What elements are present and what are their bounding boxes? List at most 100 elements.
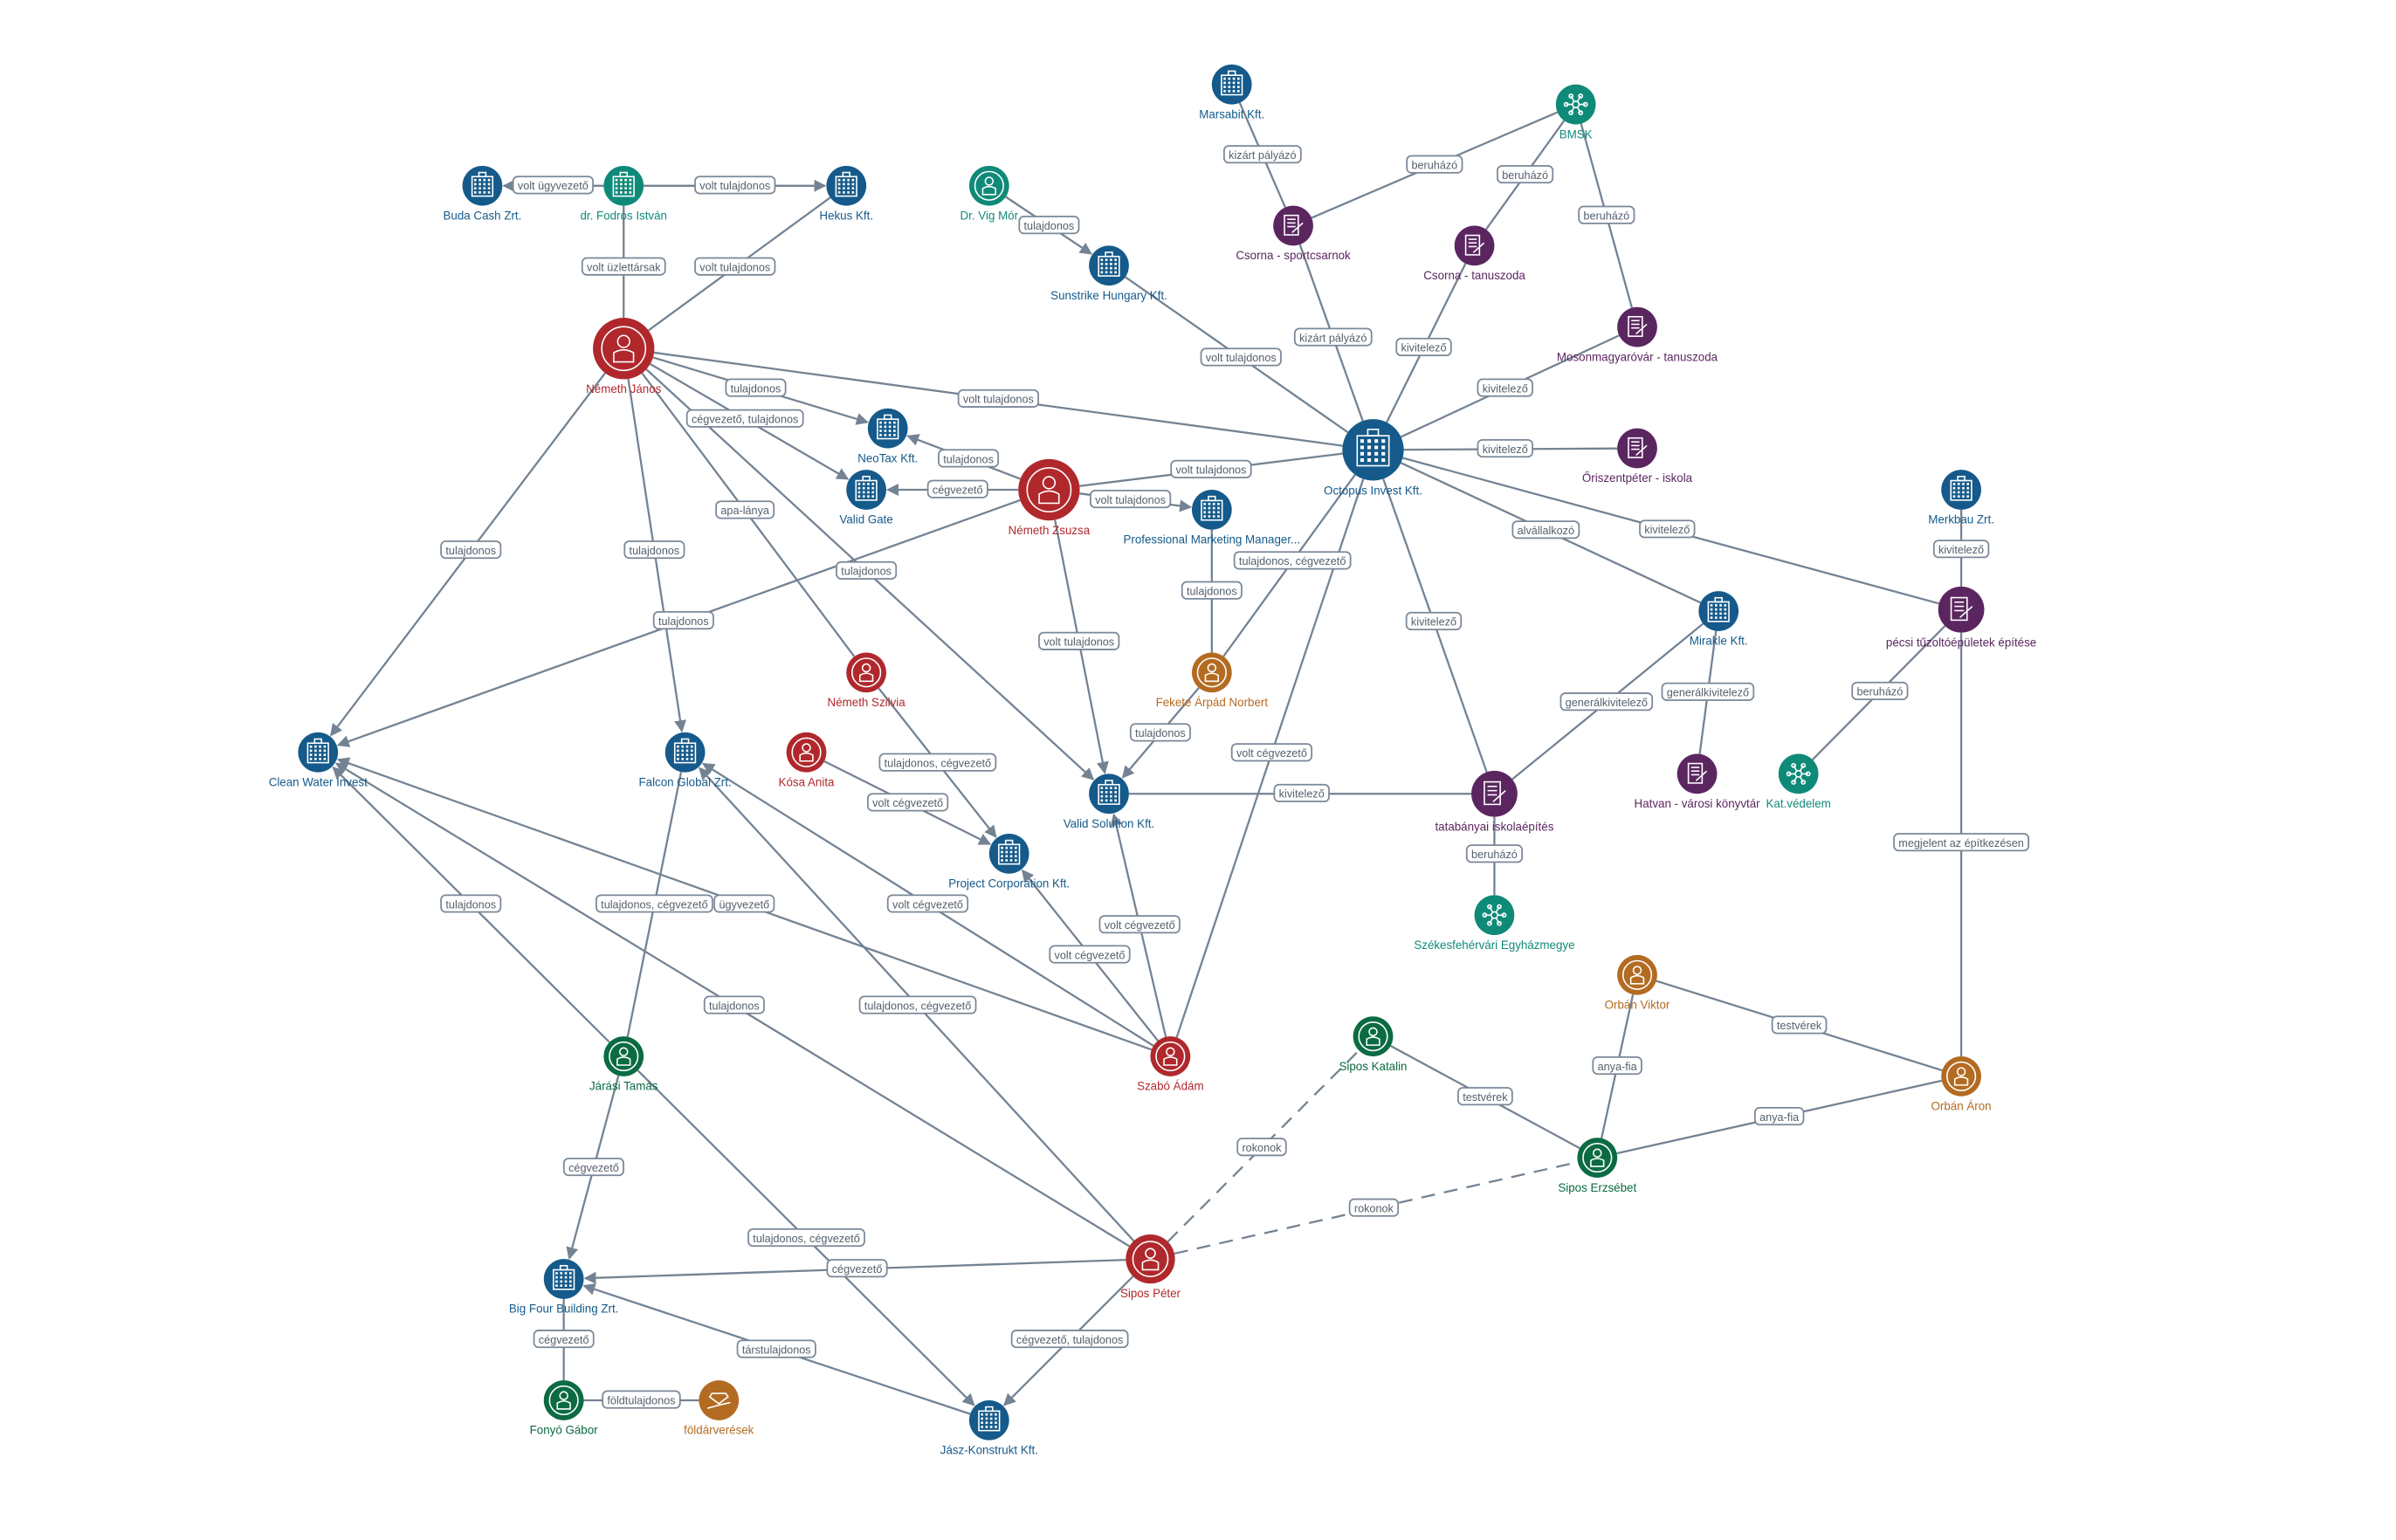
node-pecsi[interactable]: pécsi tűzoltóépületek építése [1886,586,2036,650]
node-fonyo[interactable]: Fonyó Gábor [530,1380,599,1437]
edge-label[interactable]: beruházó [1851,681,1909,700]
node-clean-water[interactable]: Clean Water Invest [269,732,368,789]
node-orban-viktor[interactable]: Orbán Viktor [1605,954,1670,1012]
edge-label[interactable]: kivitelező [1639,519,1696,539]
edge-label[interactable]: kizárt pályázó [1223,145,1302,164]
node-falcon[interactable]: Falcon Global Zrt. [639,732,732,789]
edge-label[interactable]: beruházó [1578,205,1635,224]
node-project-corp[interactable]: Project Corporation Kft. [948,833,1070,890]
edge-label[interactable]: anya-fia [1592,1056,1642,1076]
node-mirakle[interactable]: Mirakle Kft. [1690,591,1748,648]
edge-label[interactable]: cégvezető, tulajdonos [1010,1330,1129,1349]
edge-label[interactable]: ügyvezető [713,894,775,913]
node-circle[interactable] [1342,419,1404,481]
edge-label[interactable]: tulajdonos [1018,216,1080,235]
edge-label[interactable]: generálkivitelező [1559,692,1654,712]
node-jasz[interactable]: Jász-Konstrukt Kft. [940,1399,1038,1457]
edge-label[interactable]: rokonok [1236,1138,1287,1157]
edge-label[interactable]: volt tulajdonos [694,257,776,276]
node-circle[interactable] [699,1380,740,1420]
node-hekus[interactable]: Hekus Kft. [819,165,873,223]
node-sipos-peter[interactable]: Sipos Péter [1120,1234,1181,1300]
node-sipos-erzsebet[interactable]: Sipos Erzsébet [1558,1138,1636,1194]
edge-label[interactable]: megjelent az építkezésen [1893,833,2030,852]
node-circle[interactable] [1617,306,1657,347]
node-bmsk[interactable]: BMSK [1555,84,1596,141]
edge-label[interactable]: tulajdonos [703,995,765,1014]
edge-label[interactable]: tulajdonos [938,449,1000,468]
edge-label[interactable]: cégvezető, tulajdonos [685,409,804,428]
edge-label[interactable]: volt tulajdonos [1038,631,1120,650]
edge-label[interactable]: kizárt pályázó [1293,327,1373,347]
node-circle[interactable] [1273,205,1313,246]
edge-label[interactable]: volt tulajdonos [694,175,776,195]
edge-label[interactable]: volt cégvezető [1098,915,1181,934]
edge-label[interactable]: anya-fia [1754,1107,1805,1126]
node-fekete[interactable]: Fekete Árpád Norbert [1156,652,1269,709]
node-hatvan[interactable]: Hatvan - városi könyvtár [1635,753,1761,811]
node-vig-mor[interactable]: Dr. Vig Mór [960,165,1019,223]
edge-label[interactable]: tulajdonos [652,610,714,630]
edge-label[interactable]: cégvezető [826,1259,888,1278]
edge-label[interactable]: volt tulajdonos [1200,347,1282,367]
node-circle[interactable] [1454,225,1495,266]
edge-label[interactable]: beruházó [1406,155,1463,174]
node-sunstrike[interactable]: Sunstrike Hungary Kft. [1050,245,1167,302]
edge-label[interactable]: volt tulajdonos [957,388,1039,408]
edge-label[interactable]: tulajdonos, cégvezető [878,753,997,772]
node-fodros[interactable]: dr. Fodros István [580,165,667,223]
node-valid-sol[interactable]: Valid Solution Kft. [1064,773,1154,830]
edge-label[interactable]: tulajdonos [623,540,685,560]
edge-label[interactable]: testvérek [1457,1087,1513,1106]
node-jarasi[interactable]: Járási Tamás [589,1036,658,1093]
node-circle[interactable] [1555,84,1596,125]
node-circle[interactable] [1474,895,1515,936]
edge-label[interactable]: generálkivitelező [1661,682,1755,701]
node-circle[interactable] [1778,753,1819,794]
edge-label[interactable]: volt ügyvezető [512,175,594,195]
edge-label[interactable]: cégvezető [926,479,988,498]
edge-label[interactable]: tulajdonos [725,378,787,397]
edge-label[interactable]: tulajdonos, cégvezető [858,995,977,1014]
node-pmm[interactable]: Professional Marketing Manager... [1123,490,1300,547]
node-nemeth-janos[interactable]: Németh János [586,318,662,395]
node-nemeth-szilvia[interactable]: Németh Szilvia [828,652,906,709]
edge-label[interactable]: kivitelező [1477,438,1533,458]
edge-label[interactable]: volt tulajdonos [1089,490,1172,509]
node-csorna-tan[interactable]: Csorna - tanuszoda [1423,225,1525,283]
edge-label[interactable]: cégvezető [533,1330,595,1349]
edge-label[interactable]: volt üzlettársak [581,257,666,276]
edge-label[interactable]: társtulajdonos [736,1339,816,1358]
edge-label[interactable]: tulajdonos [836,560,898,580]
node-big-four[interactable]: Big Four Building Zrt. [509,1259,618,1316]
edge-label[interactable]: volt cégvezető [866,793,949,812]
node-sipos-katalin[interactable]: Sipos Katalin [1339,1016,1408,1073]
node-csorna-sport[interactable]: Csorna - sportcsarnok [1236,205,1351,263]
node-merkbau[interactable]: Merkbau Zrt. [1928,470,1994,526]
edge-label[interactable]: testvérek [1771,1015,1828,1035]
edge-label[interactable]: kivitelező [1395,337,1452,357]
edge-label[interactable]: kivitelező [1932,540,1990,559]
edge-label[interactable]: tulajdonos [440,894,502,913]
edge-label[interactable]: tulajdonos [440,540,502,560]
edge-label[interactable]: tulajdonos [1129,723,1191,742]
edge-label[interactable]: rokonok [1348,1198,1400,1217]
node-circle[interactable] [1677,753,1718,794]
edge-label[interactable]: apa-lánya [715,500,775,519]
edge-label[interactable]: tulajdonos, cégvezető [747,1227,865,1248]
node-kosa[interactable]: Kósa Anita [779,732,835,789]
edge-label[interactable]: beruházó [1465,844,1523,863]
edge-label[interactable]: cégvezető [562,1158,624,1177]
edge-label[interactable]: volt cégvezető [1049,945,1131,964]
edge-label[interactable]: volt tulajdonos [1170,459,1252,478]
edge-label[interactable]: kivitelező [1273,783,1330,802]
node-circle[interactable] [1938,586,1985,633]
node-circle[interactable] [1471,770,1518,817]
edge-label[interactable]: tulajdonos [1181,581,1243,600]
edge-label[interactable]: tulajdonos, cégvezető [1233,551,1352,570]
node-oriszent[interactable]: Őriszentpéter - iskola [1582,428,1693,485]
edge-label[interactable]: tulajdonos, cégvezető [596,894,713,913]
node-moson[interactable]: Mosonmagyaróvár - tanuszoda [1557,306,1718,364]
node-neotax[interactable]: NeoTax Kft. [857,408,918,465]
